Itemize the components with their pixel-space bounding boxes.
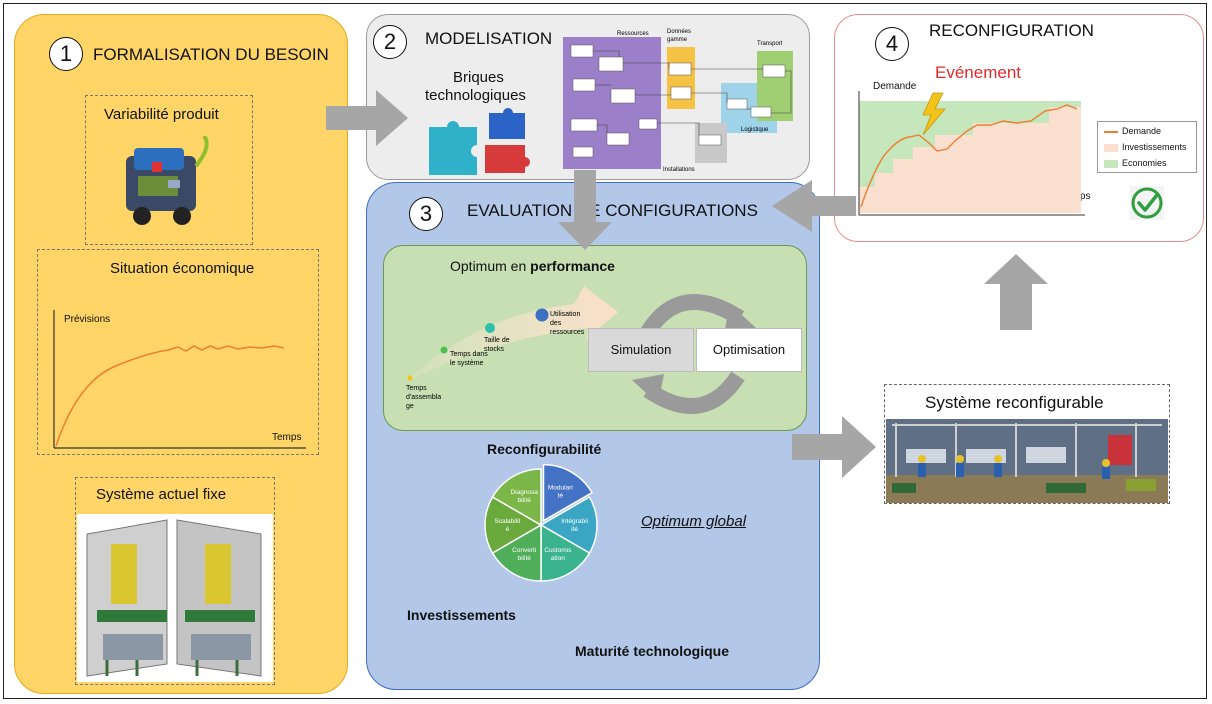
step-label-system-2: le système: [450, 360, 484, 367]
step-label-system-1: Temps dans: [450, 351, 488, 358]
legend-item-investissements: Investissements: [1104, 142, 1187, 152]
panel-title-reconfiguration: RECONFIGURATION: [929, 21, 1094, 40]
variability-label: Variabilité produit: [104, 106, 219, 123]
pie-slice-2: [539, 495, 598, 555]
step-label-assembly-3: ge: [406, 403, 414, 410]
panel-formalisation: 1 FORMALISATION DU BESOIN Variabilité pr…: [14, 14, 348, 694]
performance-box: Optimum en performance Temps d'assembla …: [383, 245, 807, 431]
maturite-label: Maturité technologique: [575, 643, 729, 659]
reconfiguration-chart: [858, 91, 1085, 216]
pie-label-2-line2: ité: [571, 526, 578, 533]
diagram-label-installations: Installations: [663, 167, 695, 173]
panel-title-evaluation: EVALUATION DE CONFIGURATIONS: [467, 201, 758, 220]
fixed-system-label: Système actuel fixe: [96, 486, 227, 503]
demand-curve: [860, 104, 1078, 208]
engine-image: [126, 136, 209, 225]
legend-item-economies: Economies: [1104, 158, 1167, 168]
panel-reconfiguration: 4 RECONFIGURATION Evénement Demande Temp…: [834, 14, 1204, 242]
cycle-arrow-top: [641, 294, 745, 337]
step-number-4: 4: [875, 27, 909, 61]
fixed-system-box: Système actuel fixe: [75, 477, 275, 685]
diagram-label-donnees-2: gamme: [667, 37, 688, 43]
reconfigurable-system-label: Système reconfigurable: [925, 393, 1104, 412]
pie-label-6-line1: Diagnosa: [510, 489, 538, 496]
economic-x-label: Temps: [272, 432, 302, 443]
performance-path: Temps d'assembla ge Temps dans le systèm…: [406, 286, 756, 414]
cycle-arrow-bottom: [643, 371, 745, 414]
forecast-curve: [55, 345, 285, 447]
bricks-label-2: technologiques: [425, 87, 526, 104]
economic-box: Situation économique Prévisions Temps: [37, 249, 319, 455]
optimisation-box: Optimisation: [696, 328, 802, 372]
model-diagram: Ressources Données gamme Transport Logis…: [563, 29, 793, 173]
diagram-label-donnees-1: Données: [667, 29, 691, 35]
puzzle-pieces-icon: [429, 108, 530, 175]
reconfigurable-system-image: [886, 419, 1168, 503]
pie-label-3-line1: Customis: [544, 547, 572, 554]
pie-label-3-line2: ation: [551, 555, 565, 562]
pie-slice-6: [491, 468, 542, 527]
panel-title-formalisation: FORMALISATION DU BESOIN: [93, 45, 329, 64]
event-label: Evénement: [935, 63, 1021, 82]
step-dot-stock: [485, 323, 495, 333]
forecast-chart: [53, 310, 306, 449]
panel-evaluation: 3 EVALUATION DE CONFIGURATIONS Optimum e…: [366, 182, 820, 690]
pie-label-4-line2: bilité: [518, 555, 532, 562]
step-label-stock-2: stocks: [484, 346, 504, 353]
pie-label-1-line2: té: [558, 493, 564, 500]
legend-box: Demande Investissements Economies: [1097, 121, 1197, 173]
step-label-resources-2: des: [550, 320, 562, 327]
step-dot-resources: [535, 308, 549, 322]
performance-title: Optimum en performance: [450, 258, 615, 274]
legend-swatch-demande: [1104, 130, 1118, 133]
demand-y-label: Demande: [873, 81, 917, 92]
reconfigurable-system-box: Système reconfigurable: [884, 384, 1170, 504]
legend-swatch-economies: [1104, 159, 1118, 168]
pie-label-2-line1: Intégrabil: [561, 518, 588, 525]
step-dot-system: [440, 346, 448, 354]
pie-slice-5: [484, 495, 543, 555]
reconfigurability-title: Reconfigurabilité: [487, 441, 602, 457]
pie-label-4-line1: Converti: [512, 547, 536, 554]
lightning-icon: [922, 92, 946, 136]
bricks-label-1: Briques: [453, 69, 504, 86]
diagram-label-transport: Transport: [757, 41, 783, 47]
pie-label-6-line2: bilité: [518, 497, 532, 504]
economic-y-label: Prévisions: [64, 314, 111, 325]
step-number-2: 2: [373, 25, 407, 59]
pie-label-5-line1: Scalabilit: [494, 518, 520, 525]
figure-frame: [3, 3, 1207, 699]
optimisation-label: Optimisation: [712, 342, 786, 357]
legend-swatch-investissements: [1104, 143, 1118, 152]
legend-item-demande: Demande: [1104, 126, 1161, 136]
pie-label-1-line1: Modulari: [548, 485, 573, 492]
pie-label-5-line2: é: [506, 526, 510, 533]
investissements-label: Investissements: [407, 607, 516, 623]
fixed-system-image: [77, 514, 273, 682]
step-number-3: 3: [409, 197, 443, 231]
pie-slice-1: [542, 463, 594, 522]
step-label-assembly-1: Temps: [406, 385, 427, 392]
variability-box: Variabilité produit: [85, 95, 253, 245]
simulation-box: Simulation: [588, 328, 694, 372]
pie-slice-3: [540, 523, 591, 582]
checkmark-icon: [1130, 186, 1164, 220]
diagram-label-logistique: Logistique: [741, 127, 769, 133]
step-dot-assembly: [407, 375, 413, 381]
optimum-global-label: Optimum global: [641, 513, 747, 530]
panel-modelisation: 2 MODELISATION Briques technologiques Re…: [366, 14, 810, 180]
simulation-label: Simulation: [610, 342, 672, 357]
panel-title-modelisation: MODELISATION: [425, 29, 553, 48]
step-label-resources-1: Utilisation: [550, 311, 580, 318]
diagram-label-ressources: Ressources: [617, 31, 649, 37]
pie-slice-4: [491, 523, 542, 582]
step-label-resources-3: ressources: [550, 329, 585, 336]
step-number-1: 1: [49, 37, 83, 71]
step-label-stock-1: Taille de: [484, 337, 510, 344]
step-label-assembly-2: d'assembla: [406, 394, 441, 401]
economic-label: Situation économique: [110, 260, 255, 277]
